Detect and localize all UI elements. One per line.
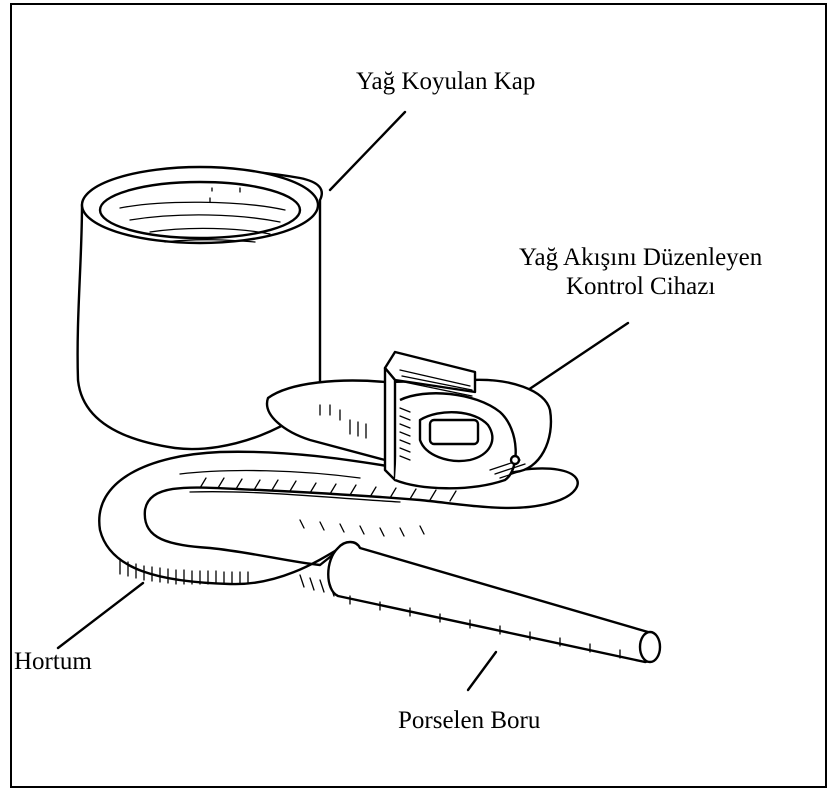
leader-hose	[58, 583, 143, 648]
label-porcelain-pipe: Porselen Boru	[398, 706, 540, 735]
porcelain-pipe-drawing	[300, 542, 660, 662]
leader-control-device	[525, 323, 628, 392]
label-hose: Hortum	[14, 647, 92, 676]
label-control-device: Yağ Akışını Düzenleyen Kontrol Cihazı	[519, 243, 762, 301]
pipe-tip	[640, 632, 660, 662]
control-window	[430, 420, 478, 444]
container-rim	[82, 167, 318, 243]
leader-porcelain-pipe	[468, 652, 496, 690]
label-control-device-line2: Kontrol Cihazı	[519, 272, 762, 301]
label-control-device-line1: Yağ Akışını Düzenleyen	[519, 243, 762, 272]
leader-oil-container	[330, 112, 405, 190]
label-oil-container: Yağ Koyulan Kap	[356, 67, 535, 96]
